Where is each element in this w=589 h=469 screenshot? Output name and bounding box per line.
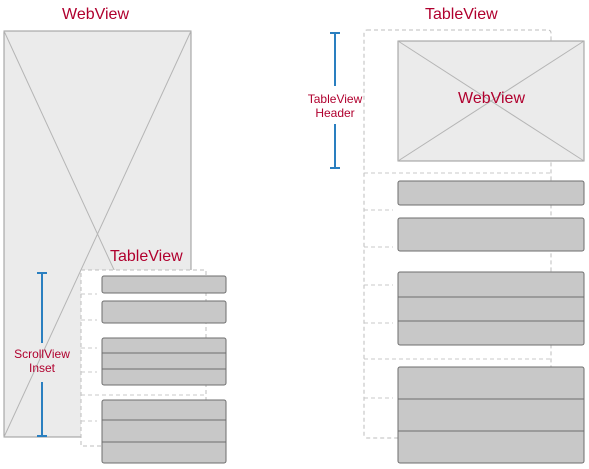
header-webview-cross-line [397,40,585,162]
left-cell-group [101,399,227,464]
tableview-header-label: TableView Header [304,92,366,120]
scrollview-inset-bracket [37,272,47,437]
header-webview-title: WebView [458,90,525,107]
tableview-header-label-line1: TableView [307,92,363,106]
left-panel [3,30,227,464]
right-cell-group [397,366,585,464]
scrollview-inset-label-line2: Inset [28,361,55,375]
scrollview-inset-label-line1: ScrollView [14,347,70,361]
header-webview-placeholder [397,40,585,162]
tableview-header-bracket [330,32,340,169]
left-tableview-title: TableView [110,248,183,265]
scrollview-inset-label: ScrollView Inset [9,347,75,375]
right-tableview-title: TableView [425,6,498,23]
left-webview-title: WebView [62,6,129,23]
left-cell [101,275,227,294]
left-cell-group [101,337,227,386]
right-cell [397,217,585,252]
right-cell-group [397,271,585,346]
left-webview-cross-line [3,30,192,438]
left-cell [101,300,227,324]
right-panel [330,29,585,464]
right-cell [397,180,585,206]
left-tableview [80,269,227,464]
tableview-header-label-line2: Header [315,106,355,120]
